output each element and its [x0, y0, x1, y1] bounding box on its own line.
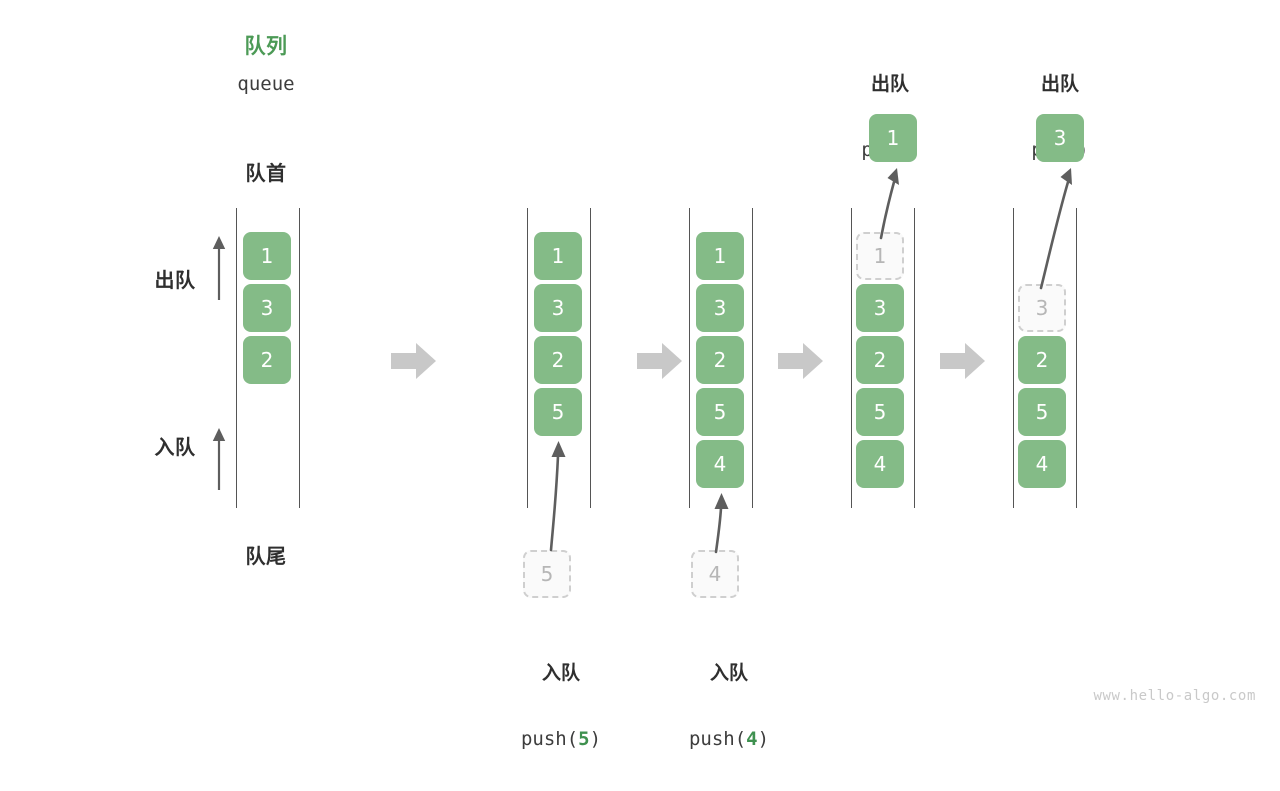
pop-operation-cn: 出队 [870, 73, 910, 95]
push-motion-arrow-icon [714, 493, 729, 554]
site-watermark: www.hello-algo.com [1093, 688, 1256, 704]
queue-rail-right [752, 208, 753, 508]
pop-motion-arrow-icon [1039, 168, 1072, 290]
queue-front-label: 队首 [245, 161, 287, 185]
popped-cell: 1 [869, 114, 917, 162]
pop-operation-cn: 出队 [1040, 73, 1080, 95]
queue-rail-right [299, 208, 300, 508]
push-operation-code: push(4) [688, 727, 770, 750]
queue-cell: 5 [1018, 388, 1066, 436]
queue-cell: 2 [696, 336, 744, 384]
queue-cell: 3 [534, 284, 582, 332]
queue-cell: 4 [1018, 440, 1066, 488]
popped-cell: 3 [1036, 114, 1084, 162]
flow-arrow-icon [778, 343, 823, 379]
push-operation-cn: 入队 [541, 662, 581, 684]
queue-cell: 2 [856, 336, 904, 384]
queue-rail-left [236, 208, 237, 508]
diagram-title-en: queue [237, 73, 295, 95]
push-motion-arrow-icon [549, 441, 566, 552]
queue-cell: 3 [696, 284, 744, 332]
queue-rail-left [851, 208, 852, 508]
enqueue-direction-arrow-icon [212, 428, 226, 490]
queue-cell: 1 [243, 232, 291, 280]
queue-cell: 4 [856, 440, 904, 488]
queue-cell: 2 [534, 336, 582, 384]
flow-arrow-icon [940, 343, 985, 379]
enqueue-direction-label: 入队 [154, 435, 196, 459]
queue-rail-right [1076, 208, 1077, 508]
flow-arrow-icon [391, 343, 436, 379]
diagram-canvas: 队列 queue 队首 队尾 出队 入队 1 3 2 1 3 2 5 5 [154, 34, 1256, 750]
push-operation-cn: 入队 [709, 662, 749, 684]
queue-cell: 1 [696, 232, 744, 280]
queue-rail-right [914, 208, 915, 508]
queue-rail-right [590, 208, 591, 508]
queue-cell-ghost: 3 [1018, 284, 1066, 332]
queue-cell: 5 [534, 388, 582, 436]
queue-back-label: 队尾 [245, 544, 287, 568]
queue-cell-ghost: 1 [856, 232, 904, 280]
queue-cell: 3 [243, 284, 291, 332]
incoming-ghost-cell: 5 [523, 550, 571, 598]
queue-cell: 2 [1018, 336, 1066, 384]
incoming-ghost-cell: 4 [691, 550, 739, 598]
push-operation-label: 入队 push(4) [689, 622, 769, 791]
push-operation-code: push(5) [520, 727, 602, 750]
flow-arrow-icon [637, 343, 682, 379]
queue-rail-left [1013, 208, 1014, 508]
queue-cell: 1 [534, 232, 582, 280]
diagram-title-cn: 队列 [244, 34, 288, 58]
queue-cell: 2 [243, 336, 291, 384]
dequeue-direction-arrow-icon [212, 236, 226, 300]
queue-rail-left [527, 208, 528, 508]
queue-cell: 3 [856, 284, 904, 332]
queue-cell: 5 [856, 388, 904, 436]
dequeue-direction-label: 出队 [154, 268, 196, 292]
queue-rail-left [689, 208, 690, 508]
pop-motion-arrow-icon [879, 168, 899, 240]
queue-cell: 4 [696, 440, 744, 488]
push-operation-label: 入队 push(5) [521, 622, 601, 791]
queue-cell: 5 [696, 388, 744, 436]
